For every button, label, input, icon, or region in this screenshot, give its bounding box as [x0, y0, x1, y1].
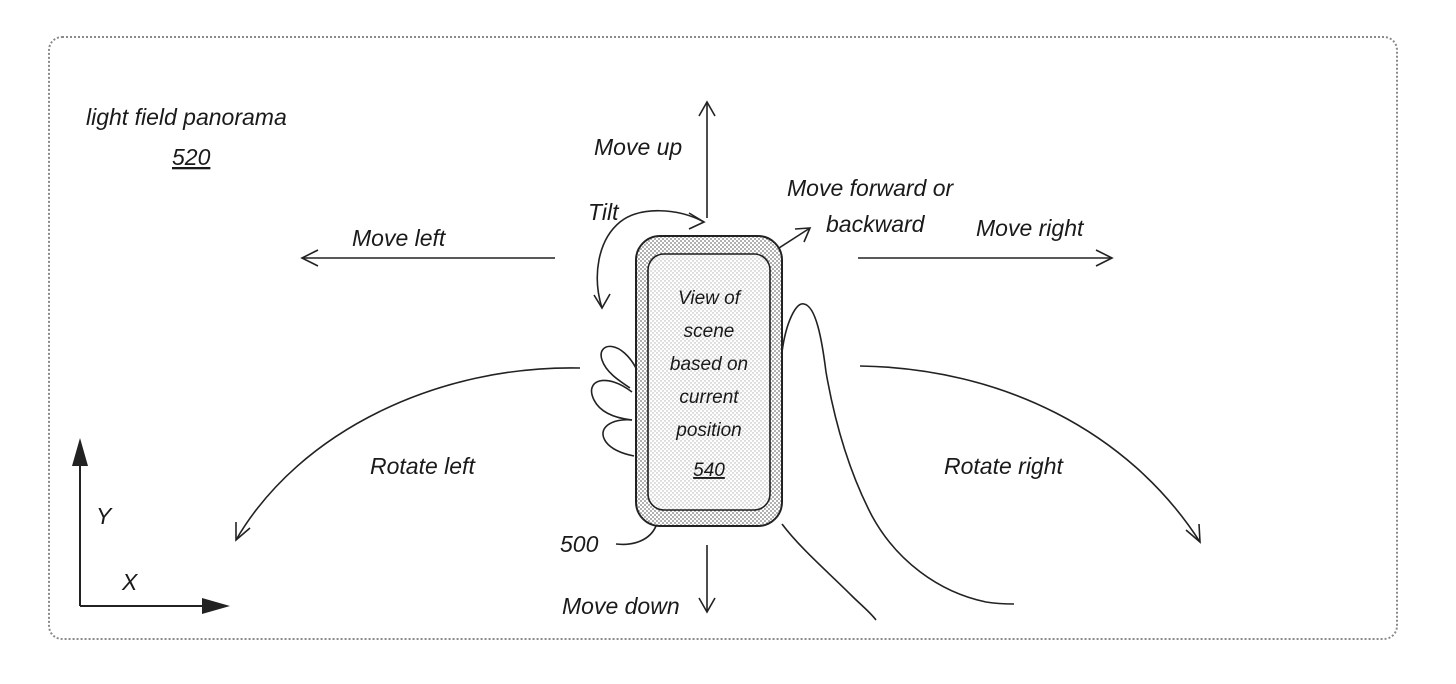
move-right-label: Move right — [976, 215, 1085, 241]
move-down-label: Move down — [562, 593, 680, 619]
move-down-arrow — [698, 545, 716, 614]
move-up-label: Move up — [594, 134, 682, 160]
device — [635, 235, 783, 527]
device-ref: 500 — [560, 531, 599, 557]
move-up-arrow — [698, 100, 716, 218]
rotate-right-arrow — [859, 365, 1201, 544]
rotate-left-arrow — [235, 367, 581, 542]
device-screen-text: View of scene based on current position … — [670, 288, 748, 481]
screen-line-5: position — [675, 420, 742, 441]
screen-line-1: View of — [678, 288, 742, 309]
rotate-right-label: Rotate right — [944, 453, 1065, 479]
move-forward-label-line2: backward — [826, 211, 926, 237]
axes — [72, 438, 230, 614]
x-axis-label: X — [121, 569, 139, 595]
move-right-arrow — [858, 249, 1114, 267]
hand-fingers — [590, 345, 639, 457]
move-left-arrow — [300, 249, 555, 267]
move-left-label: Move left — [352, 225, 447, 251]
device-ref-leader — [615, 525, 657, 546]
hand-thumb-wrist — [781, 303, 1015, 621]
screen-line-4: current — [679, 387, 739, 408]
panorama-frame — [48, 36, 1398, 640]
screen-line-2: scene — [684, 321, 735, 342]
move-forward-label-line1: Move forward or — [787, 175, 955, 201]
panorama-ref: 520 — [172, 144, 211, 170]
panorama-label: light field panorama — [86, 104, 287, 130]
rotate-left-label: Rotate left — [370, 453, 476, 479]
tilt-arrow — [593, 209, 706, 310]
screen-line-3: based on — [670, 354, 748, 375]
screen-ref: 540 — [693, 460, 725, 481]
y-axis-label: Y — [96, 503, 113, 529]
tilt-label: Tilt — [588, 199, 620, 225]
